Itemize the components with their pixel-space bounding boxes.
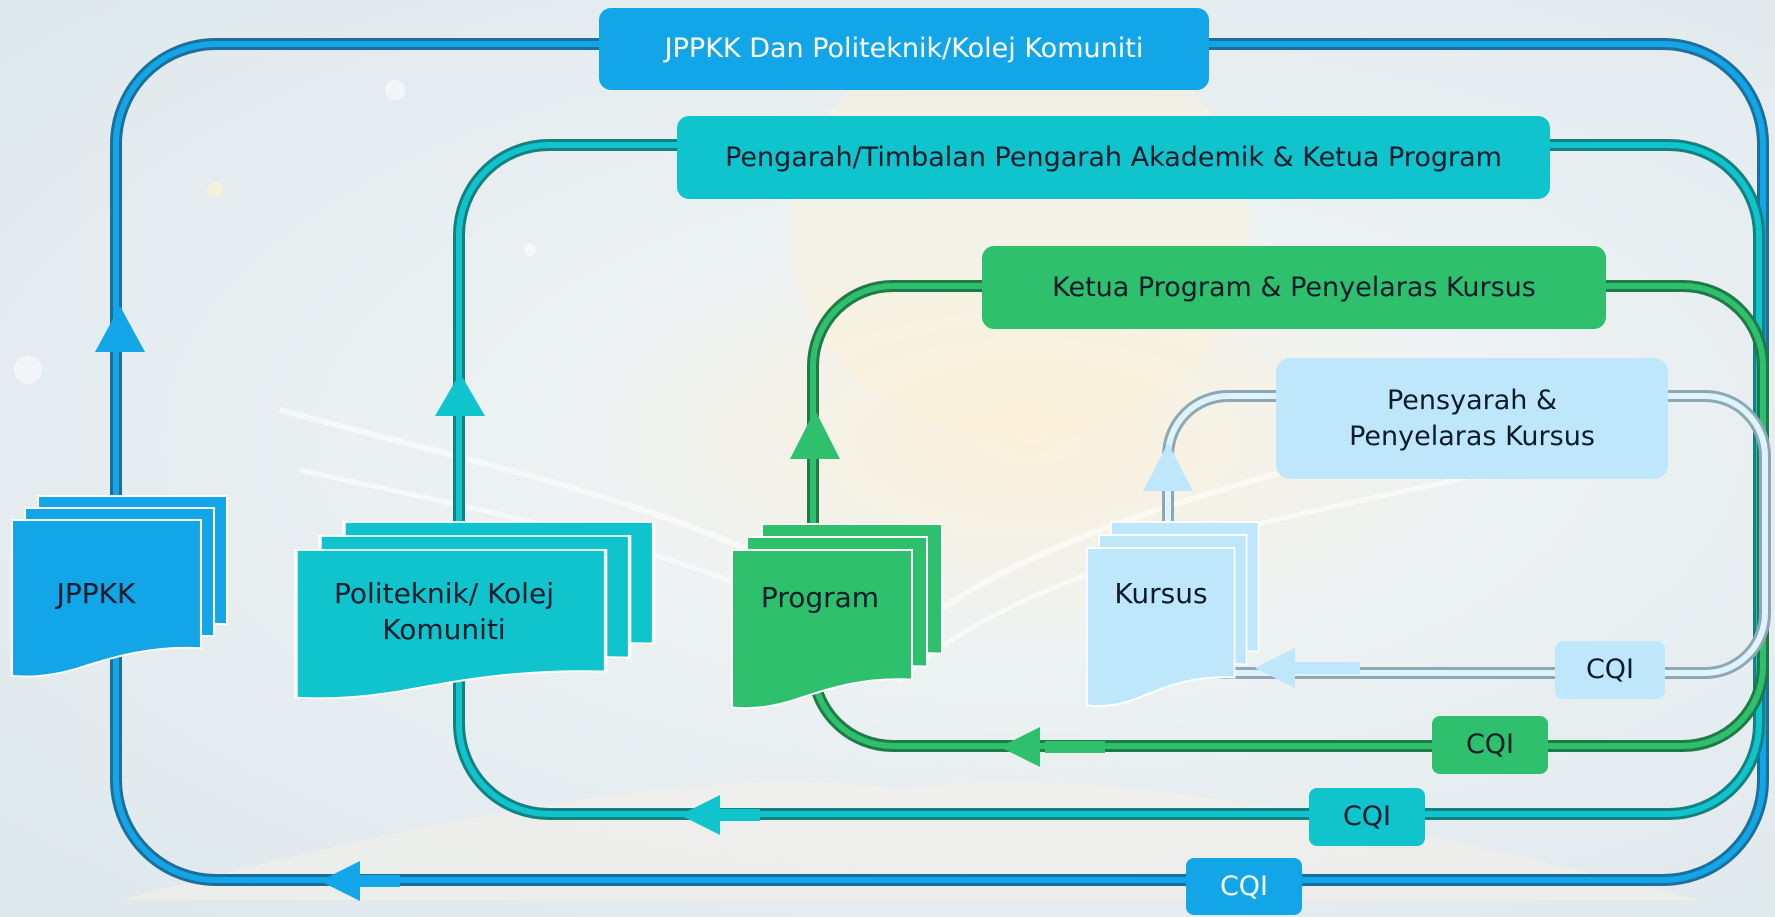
upward-arrow-icon (435, 373, 485, 416)
document-label-kursus: Kursus (1114, 577, 1208, 610)
level-4-title: Pensyarah & Penyelaras Kursus (1276, 358, 1668, 479)
leftward-arrow-icon (1000, 727, 1105, 767)
cqi-tag-program: CQI (1432, 716, 1548, 774)
leftward-arrow-icon (680, 795, 760, 835)
level-4-title-line-2: Penyelaras Kursus (1349, 420, 1595, 452)
cqi-tag-politeknik: CQI (1309, 788, 1425, 846)
upward-arrow-icon (1143, 443, 1193, 491)
upward-arrow-icon (790, 410, 840, 459)
document-label-program: Program (760, 581, 880, 614)
upward-arrow-icon (95, 306, 145, 352)
document-label-jppkk: JPPKK (56, 577, 136, 610)
document-label-politeknik: Politeknik/ Kolej Komuniti (334, 577, 554, 647)
level-2-title: Pengarah/Timbalan Pengarah Akademik & Ke… (677, 116, 1550, 199)
cqi-tag-jppkk: CQI (1186, 858, 1302, 915)
level-1-title: JPPKK Dan Politeknik/Kolej Komuniti (599, 8, 1209, 90)
leftward-arrow-icon (1255, 648, 1360, 688)
level-4-title-line-1: Pensyarah & (1386, 385, 1558, 417)
leftward-arrow-icon (320, 861, 400, 901)
level-3-title: Ketua Program & Penyelaras Kursus (982, 246, 1606, 329)
cqi-tag-kursus: CQI (1555, 641, 1665, 699)
